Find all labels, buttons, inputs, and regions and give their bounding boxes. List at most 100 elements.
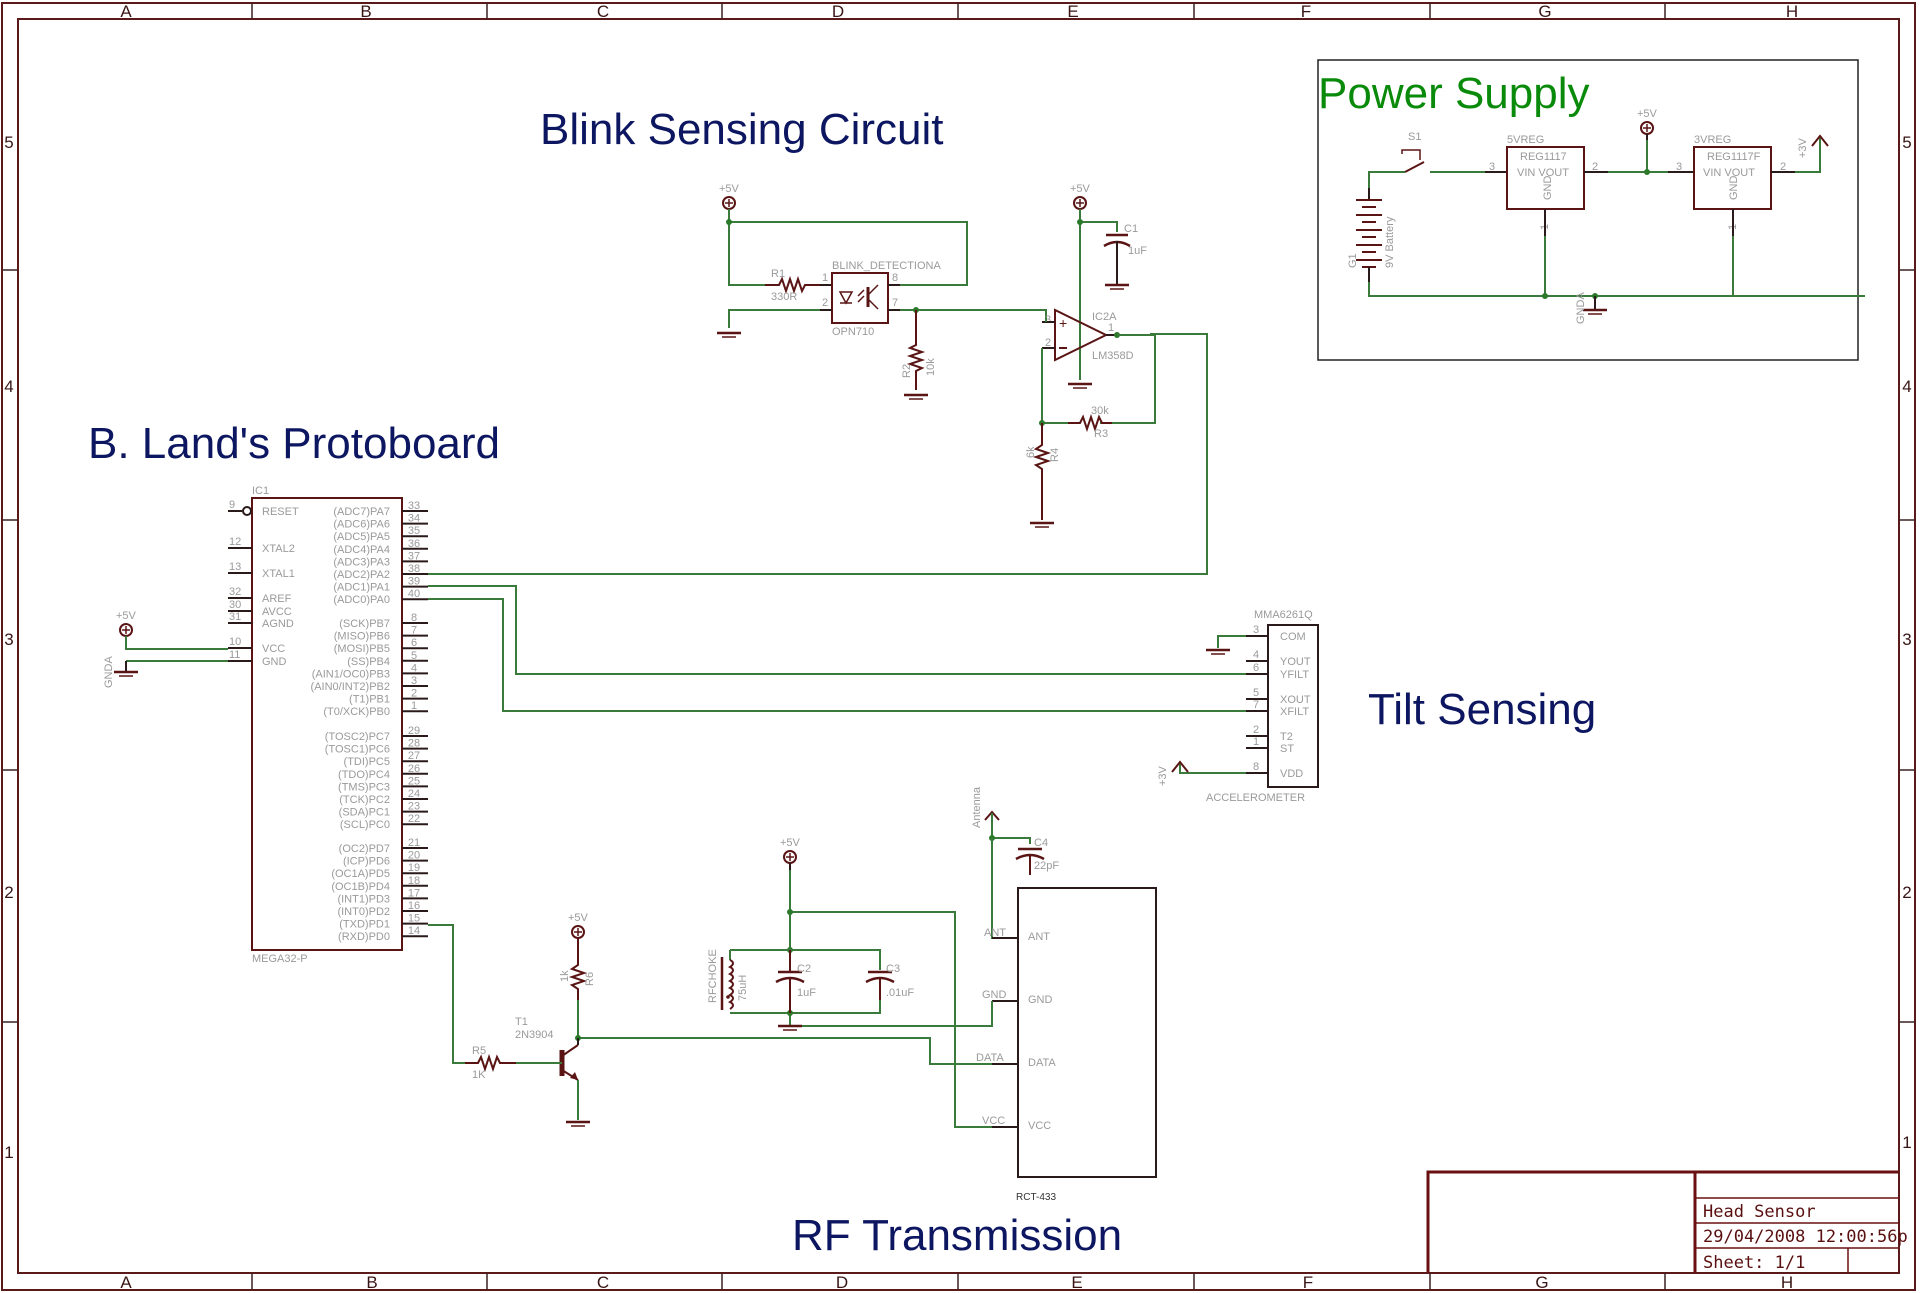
mcu-supply: +5V GNDA	[103, 610, 228, 688]
pin-number: 31	[229, 611, 241, 623]
rf-supply1-label: +5V	[780, 837, 801, 849]
pin-number: 32	[229, 586, 241, 598]
transistor-t1: T1 2N3904	[515, 1016, 592, 1128]
r2-ref: R2	[901, 364, 913, 378]
pin-number: 33	[408, 500, 420, 512]
mcu-pin-adc2pa2: 38 (ADC2)PA2	[333, 563, 428, 581]
c4-value: 22pF	[1034, 860, 1059, 872]
pin-name: (TOSC2)PC7	[325, 731, 390, 743]
accel-pin-t2: 2T2	[1246, 724, 1293, 743]
mcu-pin-adc4pa4: 36(ADC4)PA4	[333, 538, 428, 556]
mcu-pin-sdapc1: 23 (SDA)PC1	[339, 801, 428, 819]
pin-number: 6	[1253, 662, 1259, 674]
pin-number: 24	[408, 788, 420, 800]
r5-ref: R5	[472, 1045, 486, 1057]
pin-number: 38	[408, 563, 420, 575]
c3-value: .01uF	[886, 987, 914, 999]
pin-name: (ADC2)PA2	[333, 569, 390, 581]
pin-name: (ADC0)PA0	[333, 594, 390, 606]
mcu-pin-adc7pa7: 33(ADC7)PA7	[333, 500, 428, 518]
row-label: 4	[1902, 377, 1911, 396]
rf-supply2-label: +5V	[568, 912, 589, 924]
rf-pin-outer: DATA	[976, 1052, 1004, 1064]
mcu-pin-adc0pa0: 40(ADC0)PA0	[333, 588, 428, 606]
c3-ref: C3	[886, 963, 900, 975]
title-block-date: 29/04/2008 12:00:56p	[1703, 1227, 1908, 1247]
pin-name: (TDO)PC4	[338, 769, 390, 781]
resistor-r3: 30k R3	[1068, 405, 1112, 440]
mcu-pin-mosipb5: 6(MOSI)PB5	[334, 637, 428, 655]
switch-s1: S1	[1401, 131, 1425, 173]
supply-5v-power: +5V	[1637, 108, 1658, 140]
pin-name: XFILT	[1280, 706, 1309, 718]
r1-ref: R1	[771, 268, 785, 280]
pin-number: 6	[411, 637, 417, 649]
r4-value: 6k	[1025, 446, 1037, 458]
rf-pin-inner: VCC	[1028, 1120, 1051, 1132]
pin-number: 18	[408, 875, 420, 887]
reg2-pins: VIN VOUT	[1703, 167, 1755, 179]
mcu-value: MEGA32-P	[252, 953, 308, 965]
opto-value: OPN710	[832, 326, 874, 338]
mcu-pin-sckpb7: 8(SCK)PB7	[339, 612, 428, 630]
pin-number: 5	[411, 650, 417, 662]
pin-number: 1	[1253, 736, 1259, 748]
reg1-value: REG1117	[1520, 151, 1567, 163]
pin-name: XTAL2	[262, 543, 295, 555]
blink-supply1-label: +5V	[719, 183, 740, 195]
r5-value: 1K	[472, 1069, 486, 1081]
pin-number: 13	[229, 561, 241, 573]
opamp-pin: 3	[1045, 314, 1051, 326]
accel-pin-st: 1ST	[1246, 736, 1294, 755]
mcu-pin-oc1bpd4: 18(OC1B)PD4	[331, 875, 428, 893]
pin-name: (ADC6)PA6	[333, 519, 390, 531]
mcu-pin-misopb6: 7(MISO)PB6	[334, 625, 428, 643]
title-block: Head Sensor 29/04/2008 12:00:56p Sheet: …	[1426, 1170, 1908, 1273]
heading-blink-sensing: Blink Sensing Circuit	[540, 105, 944, 154]
pin-name: (SDA)PC1	[339, 807, 390, 819]
reg1-pin-vin: 3	[1489, 161, 1495, 173]
mcu-pin-tosc1pc6: 28(TOSC1)PC6	[325, 738, 428, 756]
column-label: G	[1538, 2, 1551, 21]
pin-number: 17	[408, 887, 420, 899]
accelerometer-mma6261q: MMA6261Q ACCELEROMETER 3COM4YOUT6YFILT5X…	[1157, 609, 1319, 804]
pin-number: 4	[1253, 649, 1259, 661]
rf-pin-outer: GND	[982, 989, 1007, 1001]
accel-ref: MMA6261Q	[1254, 609, 1313, 621]
pin-number: 14	[408, 925, 420, 937]
power-supply-section: G1 9V Battery S1 5VREG REG1117 VIN VOUT …	[1317, 59, 1865, 361]
c2-ref: C2	[797, 963, 811, 975]
resistor-r2: R2 10k	[901, 310, 937, 401]
pin-number: 23	[408, 801, 420, 813]
column-label: H	[1781, 1273, 1793, 1292]
gnd-label: GNDA	[1575, 292, 1587, 324]
supply-label: +5V	[1637, 108, 1658, 120]
rf-pin-outer: ANT	[984, 927, 1006, 939]
pin-name: (ICP)PD6	[343, 856, 390, 868]
pin-number: 1	[411, 700, 417, 712]
pin-number: 30	[229, 599, 241, 611]
column-label: H	[1786, 2, 1798, 21]
blink-supply2-label: +5V	[1070, 183, 1091, 195]
opto-pin: 2	[822, 297, 828, 309]
mcu-ref: IC1	[252, 485, 269, 497]
pin-name: AVCC	[262, 606, 292, 618]
reg2-value: REG1117F	[1707, 151, 1761, 163]
accel-supply-label: +3V	[1157, 765, 1169, 786]
rf-module-name: RCT-433	[1016, 1192, 1056, 1203]
inductor-rfchoke: RFCHOKE 75uH	[707, 949, 749, 1010]
pin-name: (TXD)PD1	[339, 919, 390, 931]
rf-pin-outer: VCC	[982, 1115, 1005, 1127]
row-label: 5	[4, 133, 13, 152]
r2-value: 10k	[925, 358, 937, 376]
pin-name: (TMS)PC3	[338, 781, 390, 793]
c2-value: 1uF	[797, 987, 816, 999]
mcu-left-pins: 9RESET12XTAL213XTAL132AREF30AVCC31AGND10…	[228, 499, 299, 668]
pin-name: (AIN0/INT2)PB2	[311, 681, 390, 693]
pin-name: VDD	[1280, 768, 1303, 780]
